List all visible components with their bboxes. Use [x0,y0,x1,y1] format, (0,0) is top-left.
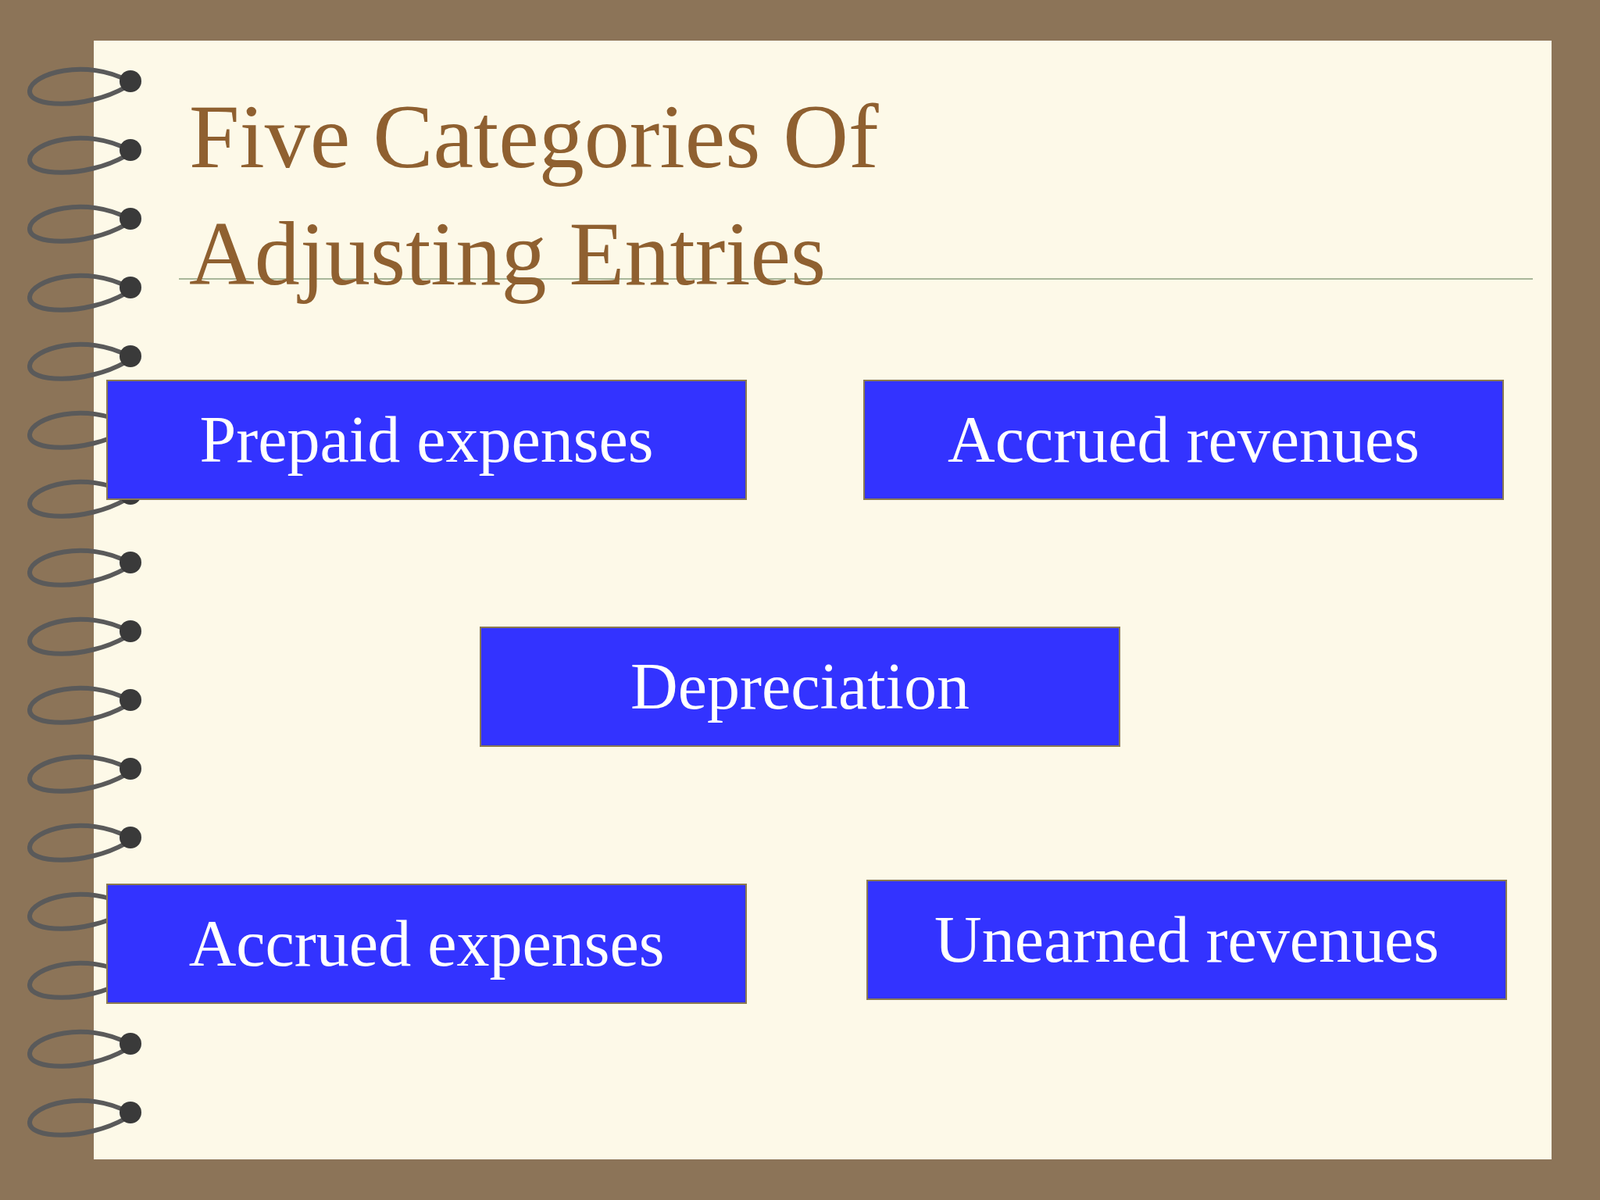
spiral-coil [29,138,129,173]
category-box: Depreciation [479,626,1121,747]
spiral-coil [29,69,129,104]
binding-hole [119,620,142,643]
slide-title: Five Categories Of Adjusting Entries [189,78,971,313]
spiral-coil [29,550,129,586]
spiral-coil [29,757,129,792]
category-box: Prepaid expenses [106,379,747,500]
category-label: Unearned revenues [934,903,1440,976]
spiral-coil [29,344,129,379]
binding-hole [119,139,142,161]
binding-hole [119,1101,142,1124]
binding-hole [119,757,142,780]
spiral-coil [29,688,129,723]
binding-hole [119,1032,142,1055]
spiral-coil [29,1032,129,1067]
category-label: Depreciation [630,650,970,723]
spiral-coil [29,1100,129,1136]
category-label: Prepaid expenses [200,403,654,476]
category-box: Unearned revenues [866,879,1508,1000]
spiral-coil [29,825,129,861]
category-box: Accrued revenues [863,379,1504,500]
binding-hole [119,70,142,93]
spiral-coil [29,619,129,654]
binding-hole [119,207,142,230]
spiral-coil [29,207,129,242]
category-label: Accrued revenues [947,403,1420,476]
binding-hole [119,551,142,574]
binding-hole [119,689,142,711]
binding-hole [119,276,142,299]
binding-hole [119,826,142,849]
binding-hole [119,345,142,368]
category-box: Accrued expenses [106,883,747,1004]
spiral-coil [29,275,129,311]
category-label: Accrued expenses [189,907,665,980]
